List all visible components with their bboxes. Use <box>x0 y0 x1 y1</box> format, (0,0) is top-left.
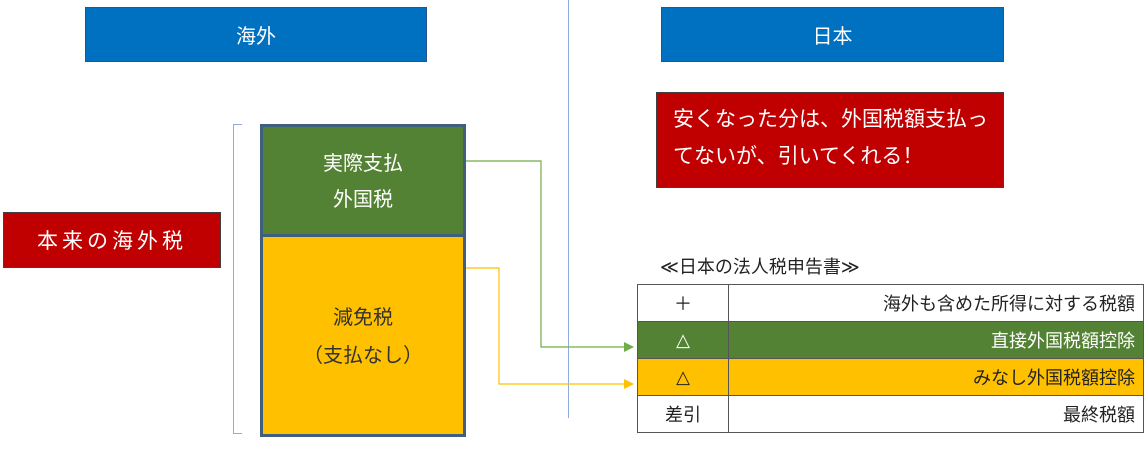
row-text: 直接外国税額控除 <box>728 321 1144 359</box>
green-connector <box>466 160 634 352</box>
row-text: 最終税額 <box>728 395 1144 433</box>
actual-paid-line-1: 実際支払 <box>323 150 403 175</box>
tax-return-title: ≪日本の法人税申告書≫ <box>660 257 860 278</box>
overseas-header-label: 海外 <box>236 24 276 48</box>
yellow-connector <box>466 267 634 389</box>
table-row: 差引 最終税額 <box>637 395 1144 433</box>
left-bracket <box>233 124 242 434</box>
explanation-callout: 安くなった分は、外国税額支払っ てないが、引いてくれる！ <box>656 92 1004 188</box>
row-text: 海外も含めた所得に対する税額 <box>728 284 1144 322</box>
original-overseas-tax-label: 本来の海外税 <box>3 212 221 268</box>
table-row: ＋ 海外も含めた所得に対する税額 <box>637 284 1144 322</box>
tax-return-table: ＋ 海外も含めた所得に対する税額 △ 直接外国税額控除 △ みなし外国税額控除 … <box>637 284 1144 433</box>
actual-paid-foreign-tax-box: 実際支払 外国税 <box>260 124 466 234</box>
japan-header-label: 日本 <box>812 24 853 48</box>
row-symbol: △ <box>637 358 729 396</box>
center-divider <box>568 0 569 418</box>
table-row: △ 直接外国税額控除 <box>637 321 1144 359</box>
callout-line-2: てないが、引いてくれる！ <box>673 144 924 168</box>
actual-paid-line-2: 外国税 <box>333 186 393 211</box>
exempted-tax-line-1: 減免税 <box>333 304 393 329</box>
original-overseas-tax-text: 本来の海外税 <box>37 229 187 253</box>
overseas-header: 海外 <box>85 7 427 62</box>
japan-header: 日本 <box>661 7 1004 62</box>
row-symbol: △ <box>637 321 729 359</box>
callout-line-1: 安くなった分は、外国税額支払っ <box>673 107 988 131</box>
exempted-tax-box: 減免税 （支払なし） <box>260 234 466 437</box>
table-row: △ みなし外国税額控除 <box>637 358 1144 396</box>
row-text: みなし外国税額控除 <box>728 358 1144 396</box>
row-symbol: ＋ <box>637 284 729 322</box>
row-symbol: 差引 <box>637 395 729 433</box>
exempted-tax-line-2: （支払なし） <box>303 342 423 367</box>
